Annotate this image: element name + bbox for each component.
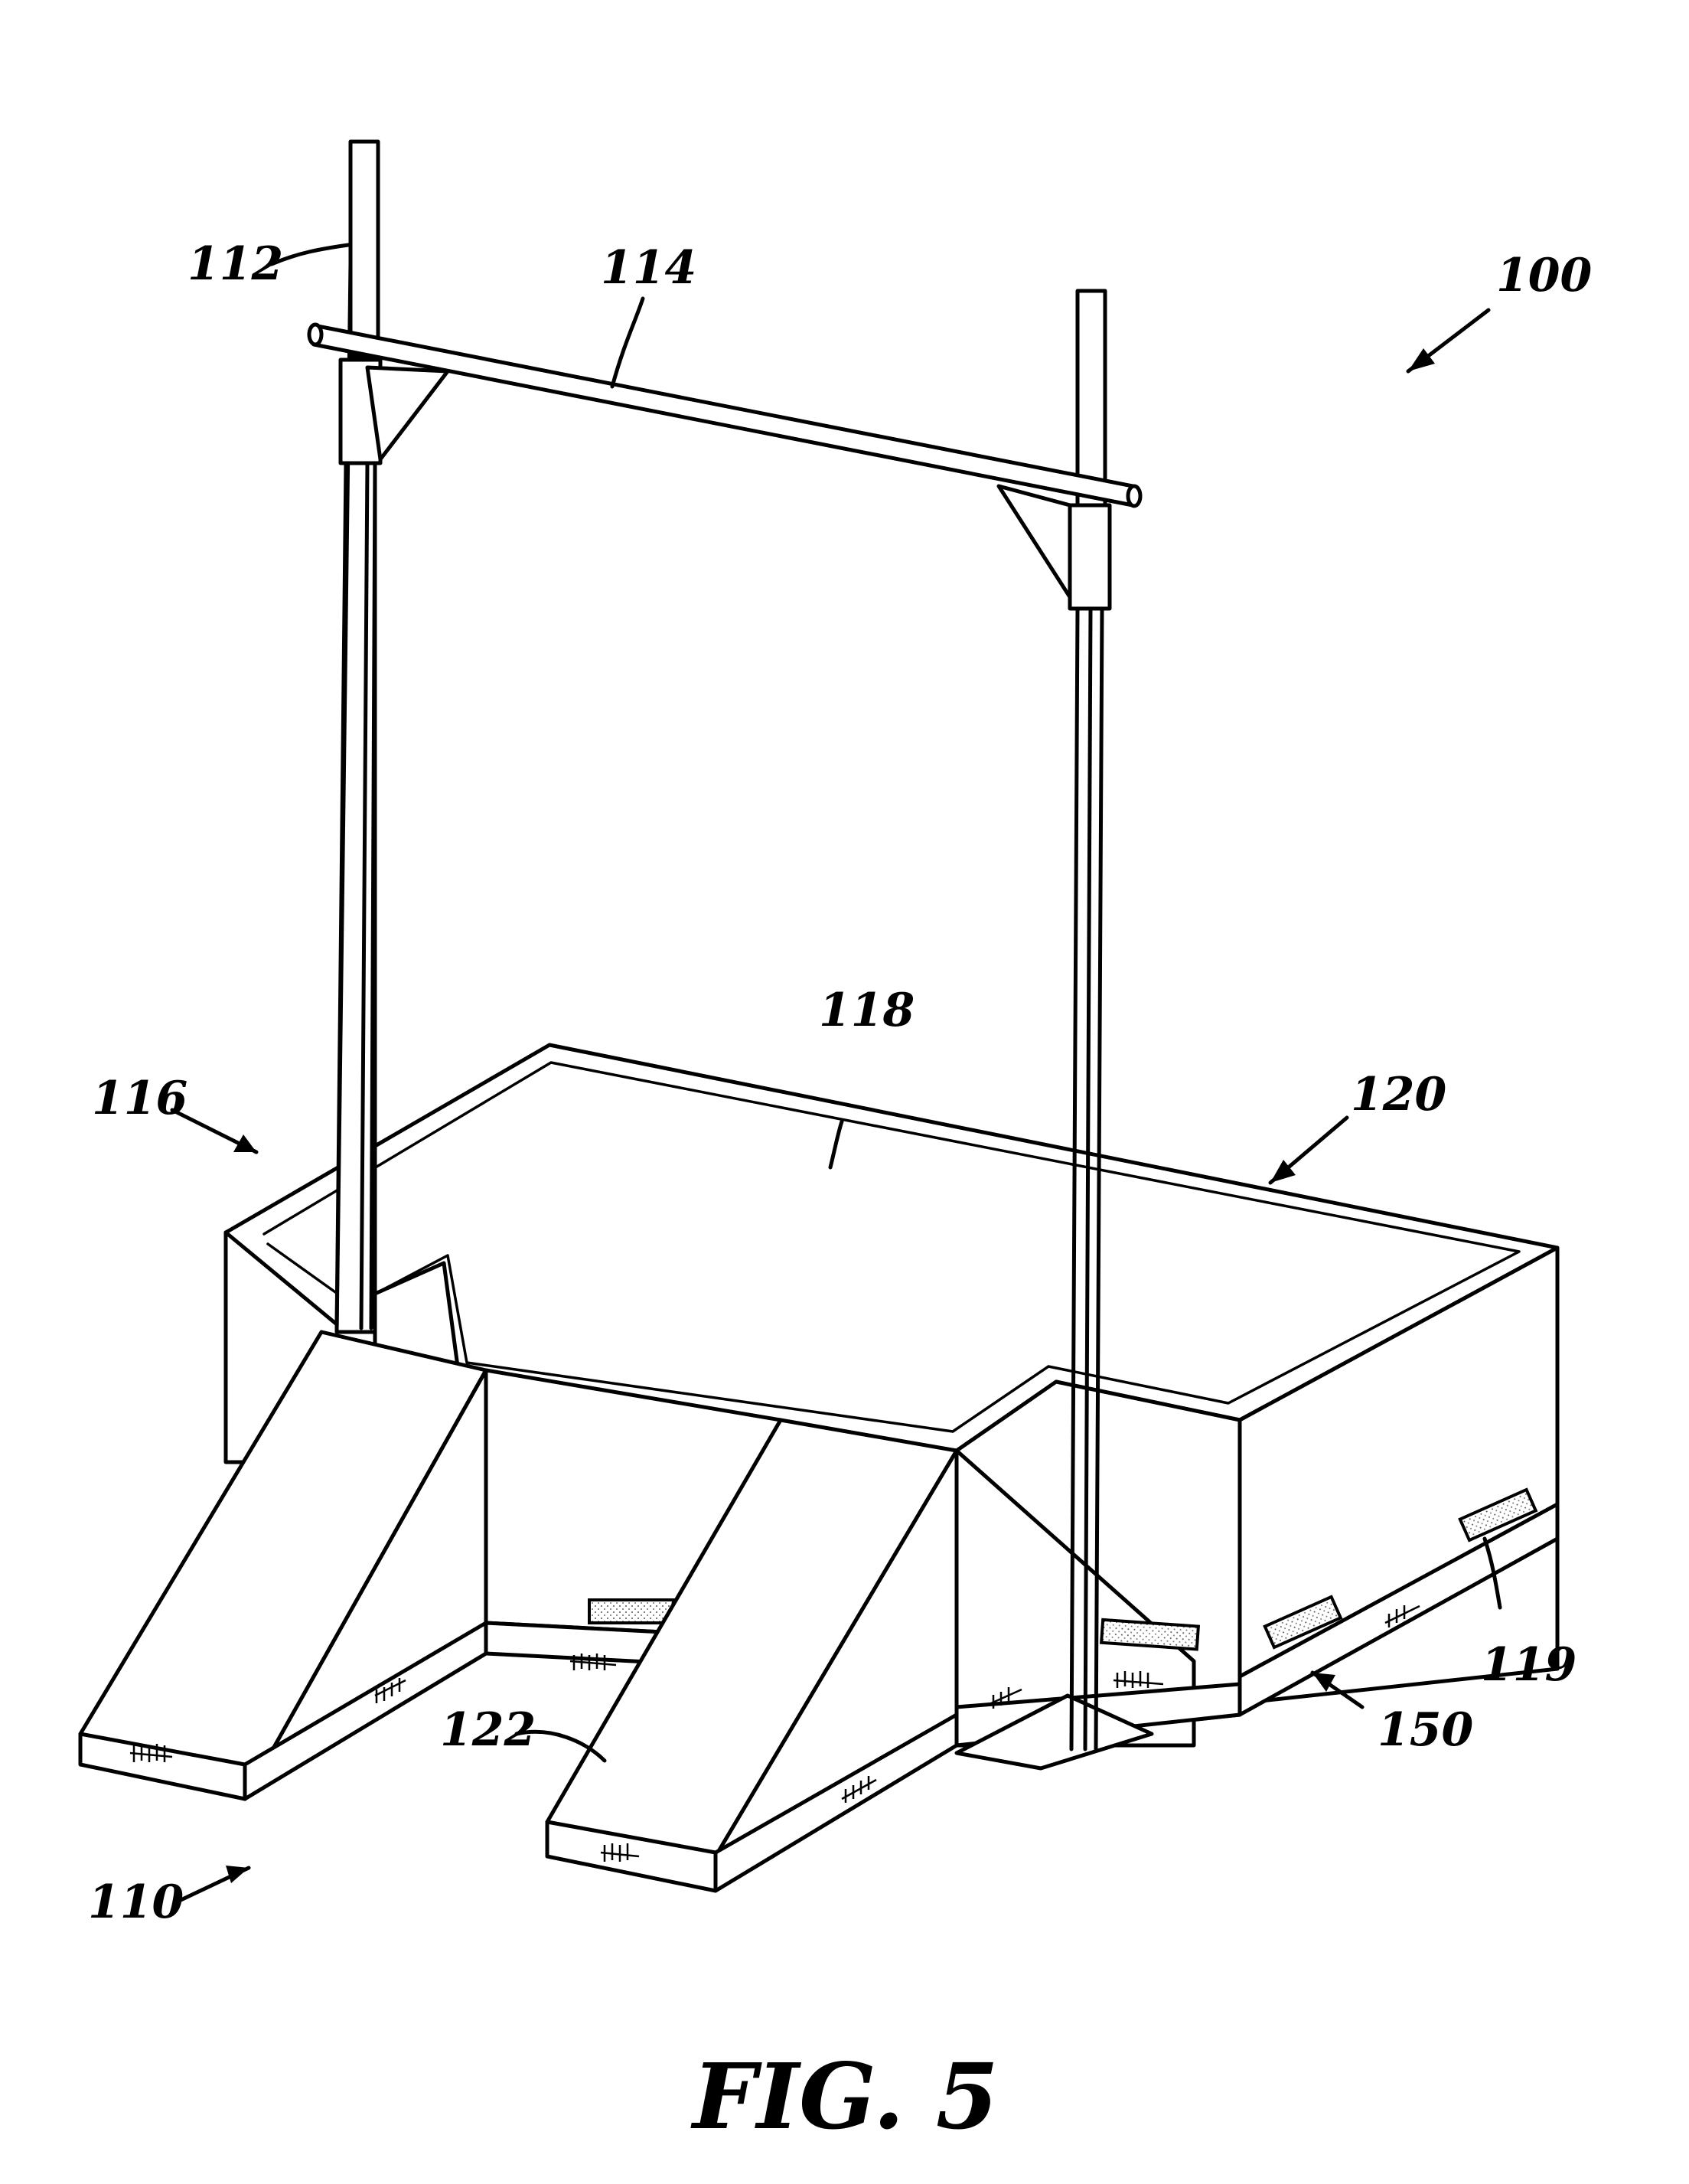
upright-right	[996, 289, 1112, 1751]
leaders	[170, 243, 1502, 1905]
label-114: 114	[601, 241, 696, 295]
crossbar-114	[307, 322, 1143, 508]
label-120: 120	[1351, 1068, 1446, 1121]
upright-112	[334, 139, 450, 1334]
label-100: 100	[1496, 249, 1592, 302]
label-118: 118	[819, 984, 915, 1037]
label-122: 122	[440, 1703, 536, 1757]
label-150: 150	[1378, 1703, 1473, 1757]
fabric-texture	[129, 1605, 1420, 1862]
pad-stripe	[1263, 1595, 1343, 1650]
pad-stripe	[1099, 1618, 1201, 1651]
ramp-left	[78, 1330, 488, 1801]
label-116: 116	[92, 1072, 187, 1125]
label-112: 112	[187, 237, 283, 291]
label-119: 119	[1481, 1638, 1577, 1692]
pad-stripe	[588, 1598, 675, 1624]
figure-caption: FIG. 5	[690, 2043, 999, 2150]
ramp-122	[545, 1418, 959, 1893]
base-block	[223, 1043, 1560, 1771]
pad-119	[1458, 1487, 1538, 1543]
label-110: 110	[88, 1875, 184, 1929]
